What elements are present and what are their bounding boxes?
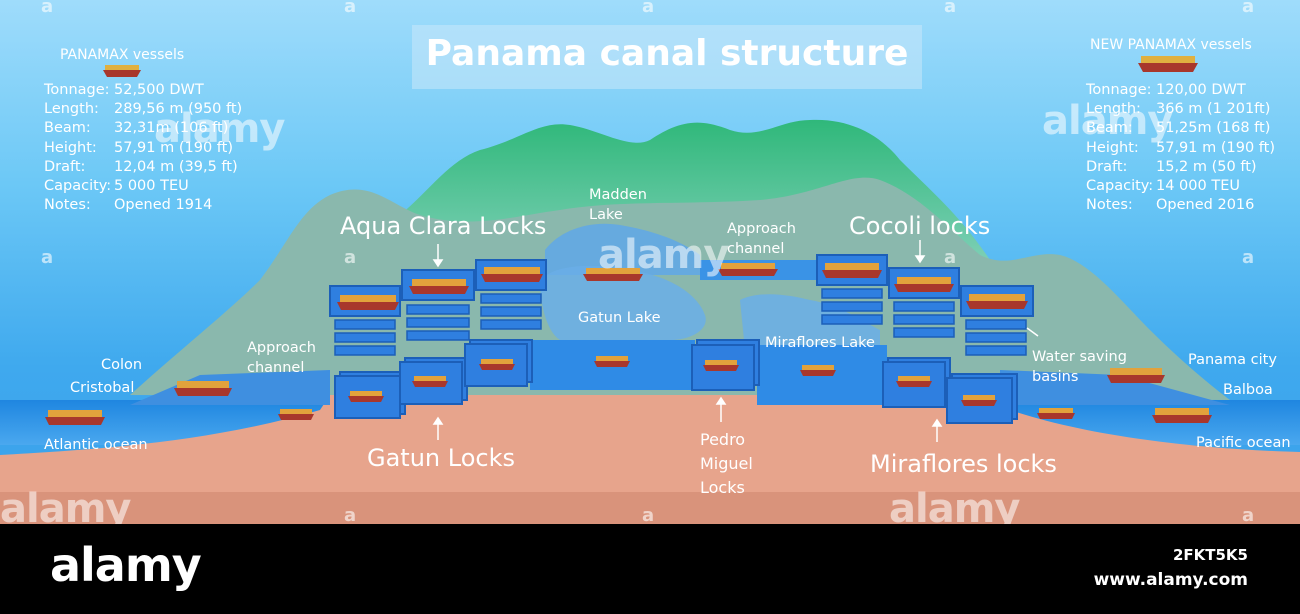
gatun-lake-label: Gatun Lake	[578, 310, 661, 326]
panama-city-label: Panama city	[1188, 352, 1277, 368]
spec-key: Tonnage:	[44, 82, 110, 98]
spec-value: Opened 1914	[114, 197, 213, 214]
watermark-mark: a	[1242, 247, 1255, 268]
spec-row: Notes: Opened 1914	[44, 196, 242, 215]
pointer-arrows	[432, 240, 1039, 442]
approach-left	[130, 370, 330, 405]
spec-row: Draft: 12,04 m (39,5 ft)	[44, 158, 242, 177]
spec-row: Capacity:14 000 TEU	[1086, 177, 1275, 196]
colon-label: Colon	[101, 357, 143, 373]
approach-channel-label-right: Approach channel	[727, 221, 796, 257]
spec-row: Height: 57,91 m (190 ft)	[44, 139, 242, 158]
spec-key: Length:	[44, 101, 99, 118]
spec-row: Height: 57,91 m (190 ft)	[1086, 139, 1275, 158]
spec-key: Draft:	[1086, 158, 1128, 175]
spec-value: 12,04 m (39,5 ft)	[114, 158, 238, 175]
spec-value: 57,91 m (190 ft)	[1156, 139, 1275, 156]
gatun-lake	[540, 265, 706, 340]
spec-key: Beam:	[44, 120, 91, 137]
miraflores-lake-area	[740, 294, 880, 350]
spec-row: Beam: 32,31m (106 ft)	[44, 119, 242, 138]
madden-lake	[545, 223, 700, 275]
aqua-clara-locks-label: Aqua Clara Locks	[340, 212, 547, 240]
spec-key: Capacity:	[1086, 178, 1154, 195]
canal-illustration	[0, 56, 1300, 524]
watermark-mark: a	[344, 505, 357, 524]
alamy-logo: alamy	[50, 538, 202, 592]
spec-row: Notes: Opened 2016	[1086, 196, 1275, 215]
image-id: 2FKT5K5	[1172, 546, 1248, 564]
miraflores-lake-label: Miraflores Lake	[765, 335, 875, 351]
watermark: alamy	[154, 106, 285, 152]
watermark-mark: a	[1242, 505, 1255, 524]
spec-key: Draft:	[44, 158, 86, 175]
spec-row: Beam: 51,25m (168 ft)	[1086, 119, 1275, 138]
watermark: alamy	[889, 486, 1020, 524]
page-title: Panama canal structure	[425, 33, 909, 74]
footer-url: www.alamy.com	[1093, 570, 1248, 590]
pedro-miguel-label: Pedro Miguel Locks	[700, 430, 753, 497]
spec-key: Length:	[1086, 101, 1141, 118]
spec-value: 5 000 TEU	[114, 178, 189, 195]
spec-value: 289,56 m (950 ft)	[114, 101, 243, 118]
spec-value: 32,31m (106 ft)	[114, 120, 229, 137]
panamax-heading: PANAMAX vessels	[60, 47, 185, 63]
watermark-mark: a	[41, 0, 54, 17]
footer-bar: alamy 2FKT5K5 www.alamy.com	[0, 524, 1300, 614]
miraflores-locks-label: Miraflores locks	[870, 450, 1057, 478]
spec-key: Beam:	[1086, 120, 1133, 137]
water-saving-basins-label: Water saving basins	[1032, 349, 1127, 385]
pacific-ocean-label: Pacific ocean	[1196, 435, 1291, 451]
spec-value: 15,2 m (50 ft)	[1156, 158, 1257, 175]
spec-key: Height:	[44, 139, 97, 156]
new-panamax-heading: NEW PANAMAX vessels	[1090, 37, 1252, 53]
atlantic-ocean-label: Atlantic ocean	[44, 437, 148, 453]
land	[0, 395, 1300, 524]
gatun-locks	[334, 339, 533, 419]
spec-key: Capacity:	[44, 178, 112, 195]
madden-lake-label: Madden Lake	[589, 187, 647, 223]
watermark-mark: a	[41, 247, 54, 268]
watermark-mark: a	[344, 0, 357, 17]
spec-key: Height:	[1086, 139, 1139, 156]
watermark: alamy	[0, 486, 131, 524]
gatun-locks-label: Gatun Locks	[367, 444, 515, 472]
spec-value: 14 000 TEU	[1156, 178, 1240, 195]
watermark-mark: a	[944, 247, 957, 268]
watermark-mark: a	[642, 0, 655, 17]
approach-channel-label-left: Approach channel	[247, 340, 316, 376]
cristobal-label: Cristobal	[70, 380, 135, 396]
spec-value: Opened 2016	[1156, 197, 1255, 214]
approach-right	[1000, 370, 1230, 405]
spec-value: 51,25m (168 ft)	[1156, 120, 1271, 137]
balboa-label: Balboa	[1223, 382, 1273, 398]
spec-value: 120,00 DWT	[1156, 82, 1246, 98]
spec-key: Notes:	[1086, 197, 1133, 214]
spec-row: Length: 289,56 m (950 ft)	[44, 100, 242, 119]
spec-value: 52,500 DWT	[114, 82, 204, 98]
cocoli-locks-label: Cocoli locks	[849, 212, 991, 240]
canal-diagram: Panama canal structure PANAMAX vessels T…	[0, 0, 1300, 524]
spec-row: Length: 366 m (1 201ft)	[1086, 100, 1275, 119]
title-box: Panama canal structure	[412, 25, 922, 89]
spec-row: Draft: 15,2 m (50 ft)	[1086, 158, 1275, 177]
spec-row: Tonnage:52,500 DWT	[44, 81, 242, 100]
spec-value: 57,91 m (190 ft)	[114, 139, 233, 156]
spec-row: Tonnage:120,00 DWT	[1086, 81, 1275, 100]
watermark-mark: a	[642, 505, 655, 524]
watermark: alamy	[598, 232, 729, 278]
spec-key: Tonnage:	[1086, 82, 1152, 98]
watermark-mark: a	[1242, 0, 1255, 17]
watermark-mark: a	[944, 0, 957, 17]
ships	[45, 56, 1212, 425]
spec-value: 366 m (1 201ft)	[1156, 101, 1271, 118]
watermark: alamy	[1042, 98, 1173, 144]
spec-key: Notes:	[44, 197, 91, 214]
spec-row: Capacity:5 000 TEU	[44, 177, 242, 196]
watermark-mark: a	[344, 247, 357, 268]
